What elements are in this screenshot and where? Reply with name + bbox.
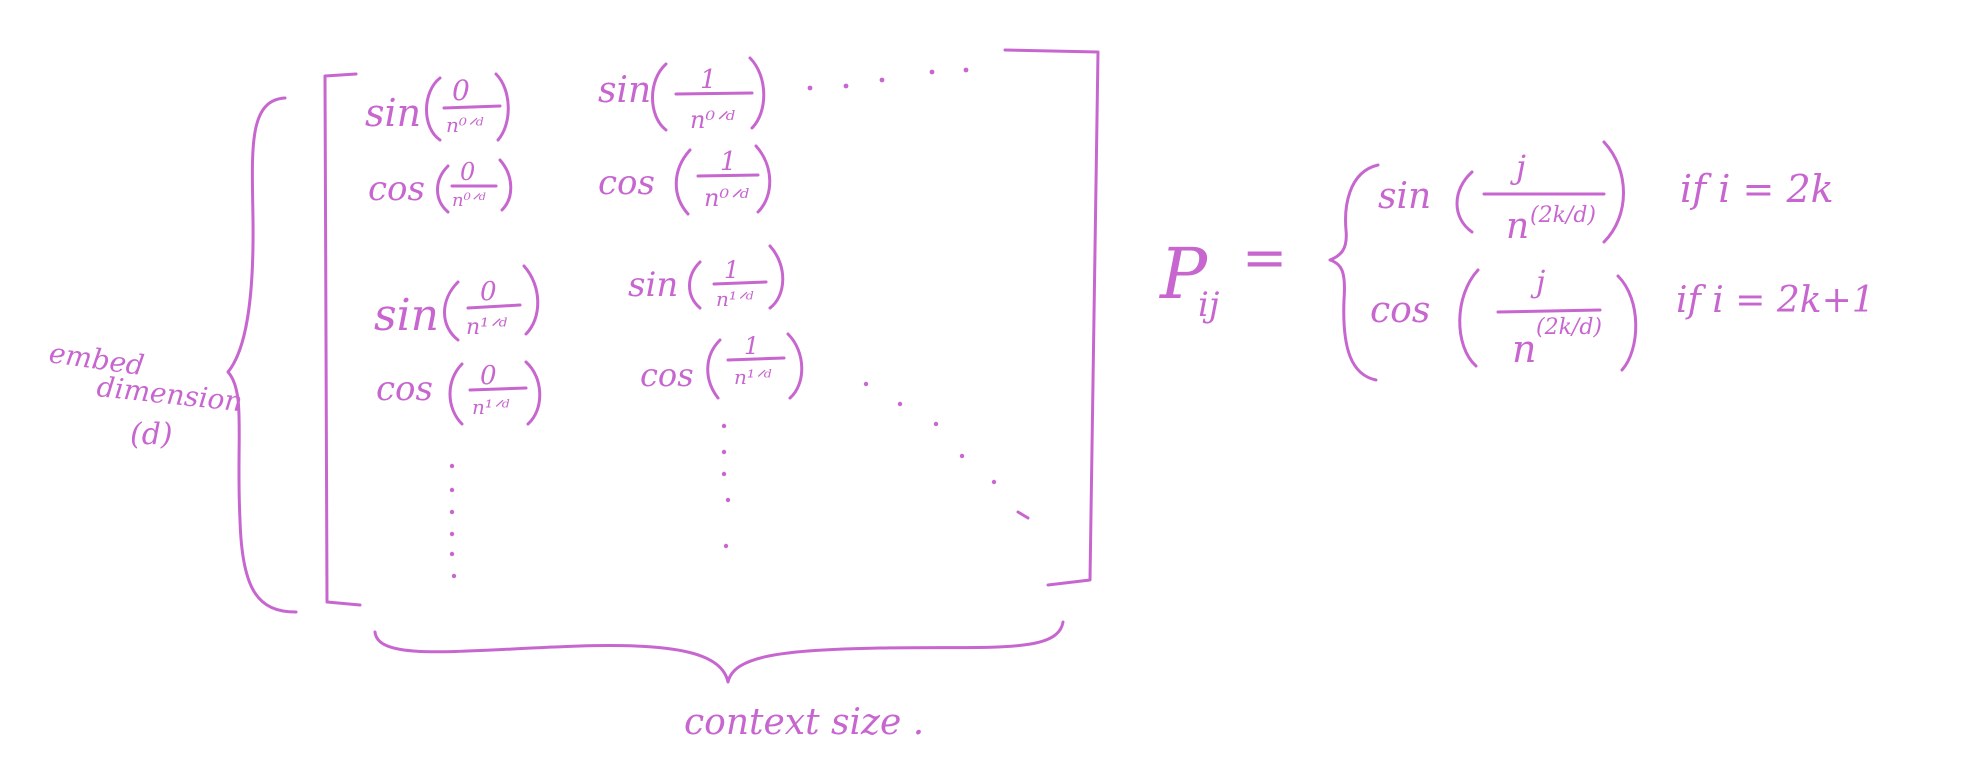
dot <box>449 463 455 469</box>
dot <box>449 487 455 493</box>
formula-row1-exponent: (2k/d) <box>1530 203 1596 228</box>
matrix-left-bracket <box>323 72 362 607</box>
cell-numerator: 1 <box>744 332 759 360</box>
dot <box>721 423 727 429</box>
paren-left <box>706 338 722 400</box>
cell-numerator: 0 <box>460 158 475 186</box>
formula-row2-exponent: (2k/d) <box>1536 315 1602 340</box>
fraction-bar <box>442 104 502 110</box>
fraction-bar <box>726 356 786 362</box>
formula-row2-fn: cos <box>1370 290 1430 331</box>
cell-denominator: n¹ᐟᵈ <box>716 287 753 311</box>
dot <box>897 401 903 407</box>
dot <box>721 471 727 477</box>
dot <box>929 69 935 75</box>
dot <box>963 67 969 73</box>
dot <box>449 509 455 515</box>
dot <box>933 421 939 427</box>
fraction-bar <box>468 386 528 392</box>
paren-left <box>688 260 702 310</box>
cell-denominator: n¹ᐟᵈ <box>466 315 507 340</box>
cell-numerator: 1 <box>724 256 739 284</box>
paren-left <box>651 62 668 132</box>
embed-label-line2: dimension <box>95 370 244 418</box>
dot <box>807 85 813 91</box>
formula-row1-condition: if i = 2k <box>1680 167 1834 211</box>
dot <box>843 83 849 89</box>
paren-left <box>1458 268 1480 368</box>
formula-brace <box>1328 163 1380 382</box>
formula-row2-condition: if i = 2k+1 <box>1676 280 1875 321</box>
paren-left <box>674 148 692 216</box>
fraction-bar <box>674 91 754 96</box>
cell-numerator: 0 <box>452 74 470 107</box>
dot <box>1016 510 1030 520</box>
formula-row1-fn: sin <box>1378 176 1431 217</box>
fraction-bar <box>712 280 768 286</box>
embed-label-line3: (d) <box>130 417 173 452</box>
fraction-bar <box>1496 308 1602 314</box>
paren-left <box>425 76 442 142</box>
cell-fn: sin <box>598 70 651 111</box>
dot <box>991 479 997 485</box>
context-size-label: context size . <box>684 702 924 743</box>
matrix-right-bracket <box>1003 48 1100 587</box>
fraction-bar <box>696 173 760 178</box>
paren-right <box>522 264 540 336</box>
fraction-bar <box>466 303 522 310</box>
paren-right <box>786 332 804 400</box>
cell-numerator: 1 <box>720 147 737 177</box>
paren-right <box>748 56 766 130</box>
cell-denominator: n¹ᐟᵈ <box>472 395 509 419</box>
paren-right <box>1616 274 1638 372</box>
cell-denominator: n⁰ᐟᵈ <box>690 106 735 134</box>
paren-left <box>443 280 460 342</box>
dot <box>449 531 455 537</box>
cell-fn: cos <box>640 356 694 394</box>
cell-denominator: n⁰ᐟᵈ <box>704 184 749 212</box>
cell-numerator: 0 <box>480 277 497 307</box>
cell-denominator: n⁰ᐟᵈ <box>452 190 486 211</box>
formula-equals: = <box>1242 226 1287 289</box>
paren-right <box>498 158 513 212</box>
formula-row1-denominator: n <box>1506 206 1529 247</box>
paren-right <box>524 360 542 426</box>
cell-fn: sin <box>365 91 421 135</box>
cell-numerator: 0 <box>480 361 497 391</box>
cell-denominator: n⁰ᐟᵈ <box>446 113 483 137</box>
paren-right <box>1602 140 1625 244</box>
paren-right <box>494 72 510 142</box>
paren-left <box>448 362 464 426</box>
formula-lhs-subscript: ij <box>1198 285 1220 325</box>
cell-fn: sin <box>628 265 678 305</box>
dot <box>863 381 869 387</box>
cell-numerator: 1 <box>700 65 717 95</box>
cell-denominator: n¹ᐟᵈ <box>734 365 771 389</box>
cell-fn: cos <box>598 163 655 203</box>
dot <box>721 449 727 455</box>
context-size-brace <box>373 620 1065 684</box>
dot <box>725 497 731 503</box>
dot <box>449 551 455 557</box>
cell-fn: sin <box>374 290 439 341</box>
formula-row2-denominator: n <box>1512 327 1536 371</box>
cell-fn: cos <box>376 369 433 409</box>
paren-left <box>436 164 450 214</box>
dot <box>879 77 885 83</box>
formula-row2-numerator: j <box>1530 265 1545 300</box>
formula-row1-numerator: j <box>1510 148 1526 186</box>
paren-left <box>1455 170 1474 234</box>
dot <box>451 573 457 579</box>
dot <box>959 453 965 459</box>
embed-dimension-brace <box>226 96 298 614</box>
dot <box>723 543 729 549</box>
paren-right <box>754 144 772 214</box>
paren-right <box>768 244 785 310</box>
cell-fn: cos <box>368 169 425 209</box>
formula-lhs: P <box>1158 233 1209 315</box>
